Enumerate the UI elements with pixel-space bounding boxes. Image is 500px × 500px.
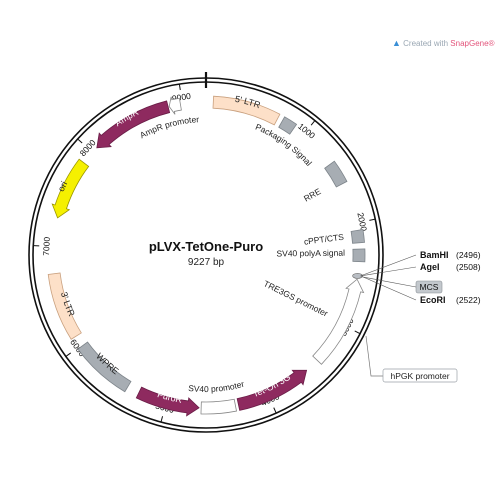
tick-mark bbox=[310, 120, 316, 126]
snapgene-watermark: ▲ Created with SnapGene® bbox=[392, 38, 494, 48]
feature-ori[interactable] bbox=[51, 158, 90, 219]
tick-mark bbox=[160, 416, 164, 423]
feature-tre3gs[interactable] bbox=[312, 278, 365, 365]
mcs-marker[interactable] bbox=[352, 273, 363, 279]
tick-mark bbox=[369, 218, 376, 221]
plasmid-backbone bbox=[28, 72, 384, 433]
tick-mark bbox=[354, 330, 361, 335]
plasmid-size: 9227 bp bbox=[188, 257, 225, 268]
tick-label: 8000 bbox=[78, 137, 98, 158]
site-leader-line bbox=[360, 266, 417, 277]
feature-ampr[interactable] bbox=[96, 100, 171, 149]
feature-label-tre3gs: TRE3GS promoter bbox=[262, 278, 330, 318]
site-leader-line bbox=[360, 254, 417, 277]
feature-wpre[interactable] bbox=[77, 341, 132, 393]
feature-label-rre: RRE bbox=[302, 186, 323, 204]
tick-mark bbox=[77, 138, 83, 144]
tick-mark bbox=[65, 352, 72, 357]
site-enzyme-agei[interactable]: AgeI bbox=[420, 262, 440, 272]
feature-label-cppt: cPPT/CTS bbox=[303, 232, 344, 247]
hpgk-label: hPGK promoter bbox=[390, 371, 449, 381]
feature-amprprom[interactable] bbox=[168, 96, 182, 115]
feature-label-sv40pa: SV40 polyA signal bbox=[276, 248, 345, 259]
watermark-brand: SnapGene bbox=[450, 39, 489, 48]
feature-puror[interactable] bbox=[135, 386, 200, 417]
mcs-label: MCS bbox=[420, 282, 439, 292]
tick-label: 1000 bbox=[296, 121, 317, 141]
feature-sv40prom[interactable] bbox=[200, 398, 237, 415]
tick-label: 7000 bbox=[41, 236, 52, 256]
feature-layer bbox=[47, 95, 366, 417]
site-leader-line bbox=[360, 275, 417, 301]
hpgk-leader-line bbox=[365, 335, 383, 377]
watermark-reg: ® bbox=[488, 39, 495, 48]
site-position: (2522) bbox=[456, 295, 481, 305]
mcs-leader-line bbox=[362, 276, 417, 288]
feature-label-sv40prom: SV40 promoter bbox=[188, 379, 246, 394]
feature-packaging[interactable] bbox=[278, 116, 298, 135]
feature-rre[interactable] bbox=[324, 160, 348, 188]
feature-5ltr[interactable] bbox=[212, 95, 281, 126]
snapgene-logo-icon: ▲ bbox=[392, 38, 401, 48]
feature-teton3g[interactable] bbox=[236, 369, 308, 411]
feature-3ltr[interactable] bbox=[47, 272, 82, 340]
tick-mark bbox=[178, 83, 181, 91]
hpgk-label-box bbox=[382, 368, 458, 383]
site-enzyme-ecori[interactable]: EcoRI bbox=[420, 295, 446, 305]
site-enzyme-bamhi[interactable]: BamHI bbox=[420, 250, 449, 260]
feature-label-ori: ori bbox=[56, 180, 69, 194]
tick-label: 2000 bbox=[355, 212, 369, 233]
tick-mark bbox=[273, 407, 277, 414]
watermark-prefix: Created with bbox=[403, 39, 451, 48]
restriction-sites: BamHI (2496) AgeI (2508) EcoRI (2522) MCS hPGK … bbox=[352, 250, 481, 383]
feature-sv40pa[interactable] bbox=[352, 248, 366, 263]
feature-cppt[interactable] bbox=[350, 229, 365, 244]
site-position: (2496) bbox=[456, 250, 481, 260]
plasmid-name: pLVX-TetOne-Puro bbox=[149, 239, 263, 254]
site-position: (2508) bbox=[456, 262, 481, 272]
